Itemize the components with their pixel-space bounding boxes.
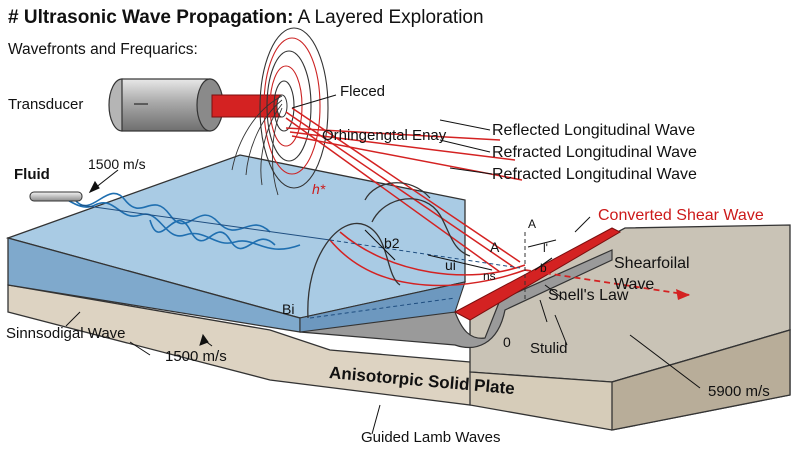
- label-l-prime: l': [543, 241, 548, 255]
- converted-shear-ray: [524, 269, 691, 296]
- label-sinusoidal-wave: Sinnsodigal Wave: [6, 325, 126, 342]
- label-transducer: Transducer: [8, 96, 84, 113]
- fluid-wave-3: [149, 219, 276, 250]
- fluid-block: [5, 154, 466, 333]
- leader-lines: [65, 94, 701, 435]
- label-fluid: Fluid: [14, 166, 50, 183]
- label-b-i: Bi: [282, 301, 295, 317]
- label-b2: b2: [384, 235, 400, 251]
- label-fleced: Fleced: [340, 83, 386, 100]
- fluid-probe: [29, 191, 83, 202]
- label-h-star: h*: [312, 181, 326, 197]
- label-stulid: Stulid: [530, 340, 568, 357]
- label-b-small: b: [540, 261, 547, 275]
- label-zero: 0: [503, 334, 511, 350]
- fluid-wave-2: [74, 192, 271, 233]
- label-u-i: ui: [445, 257, 456, 273]
- wave-arches: [307, 182, 471, 319]
- label-shearfoil-wave: Wave: [614, 276, 655, 293]
- incident-beam-line: [79, 204, 331, 241]
- label-refracted-longitudinal-2: Refracted Longitudinal Wave: [492, 166, 697, 183]
- label-converted-shear: Converted Shear Wave: [598, 207, 764, 224]
- label-reflected-longitudinal: Reflected Longitudinal Wave: [492, 122, 696, 139]
- label-orhingengtal: Orhingengtal Enay: [322, 127, 447, 144]
- label-shearfoil: Shearfoilal: [614, 255, 690, 272]
- transducer: [108, 78, 288, 132]
- beam-rays: [285, 107, 691, 300]
- label-n-s: ns: [483, 269, 496, 283]
- label-bottom-speed: 1500 m/s: [165, 348, 227, 365]
- label-a-mid: A: [490, 239, 500, 255]
- dimension-arrows: [88, 169, 557, 271]
- label-lamb-waves: Guided Lamb Waves: [361, 429, 501, 446]
- guide-lines: [309, 232, 526, 319]
- page-title: # Ultrasonic Wave Propagation: A Layered…: [8, 7, 484, 28]
- interface-strip: [453, 227, 622, 321]
- label-refracted-longitudinal-1: Refracted Longitudinal Wave: [492, 144, 697, 161]
- funnel-cone: [231, 95, 283, 196]
- label-fluid-speed: 1500 m/s: [88, 156, 146, 172]
- page-subtitle: Wavefronts and Frequarics:: [8, 41, 198, 58]
- fluid-waves: [39, 192, 331, 250]
- label-snells-law: Snell's Law: [548, 287, 629, 304]
- wavefront-rings: [259, 27, 329, 189]
- solid-block-side: [611, 329, 791, 431]
- label-solid-speed: 5900 m/s: [708, 383, 770, 400]
- label-a-top: A: [528, 217, 537, 231]
